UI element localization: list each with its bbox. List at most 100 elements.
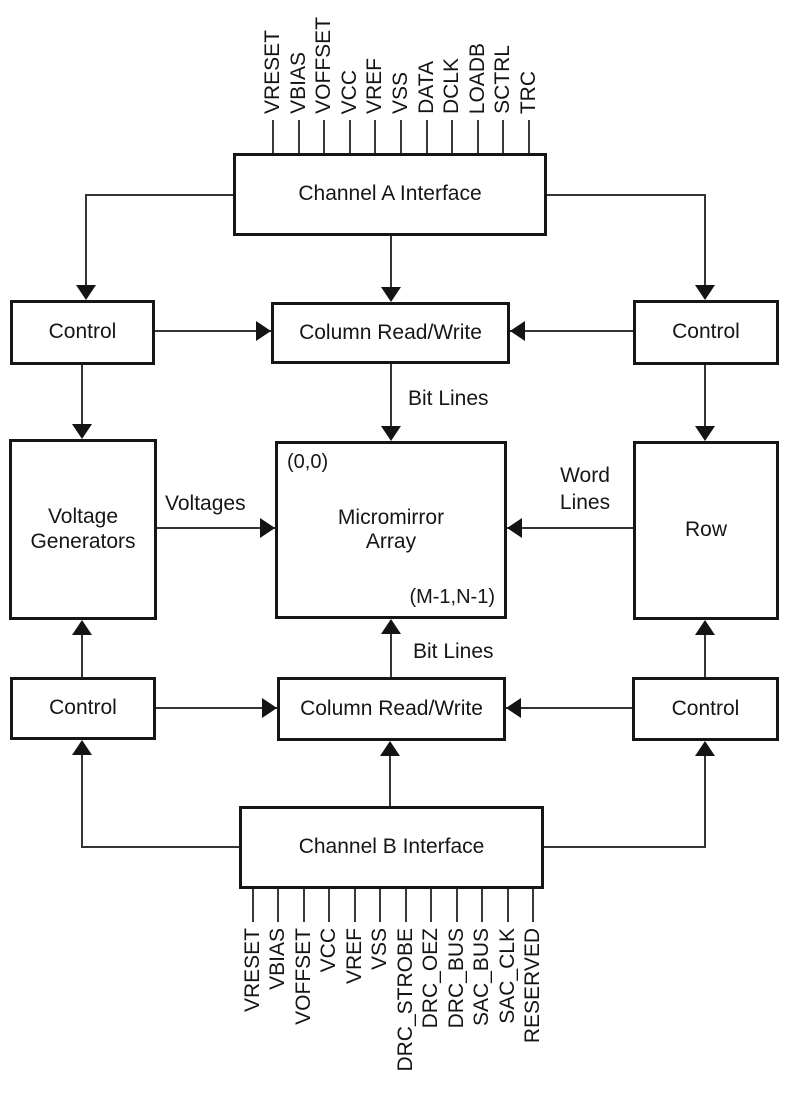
connector-a-right-v — [704, 194, 706, 298]
arrowhead — [506, 698, 521, 718]
pin-label: SAC_BUS — [470, 928, 493, 1027]
pin-label: VREF — [343, 928, 366, 985]
connector-b-right-h — [544, 846, 706, 848]
arrowhead — [510, 321, 525, 341]
bit-lines-top-label: Bit Lines — [408, 387, 489, 410]
array-extent-label: (M-1,N-1) — [409, 586, 495, 608]
pin-label: DATA — [415, 61, 438, 114]
arrowhead — [507, 518, 522, 538]
pin-line — [477, 120, 479, 153]
voltages-label: Voltages — [165, 492, 246, 515]
control-top-left-block: Control — [10, 300, 155, 365]
channel-a-interface-block: Channel A Interface — [233, 153, 547, 236]
bit-lines-bottom-label: Bit Lines — [413, 640, 494, 663]
connector-a-to-colrw — [390, 236, 392, 300]
arrowhead — [256, 321, 271, 341]
arrowhead — [260, 518, 275, 538]
pin-label: VOFFSET — [312, 17, 335, 114]
arrowhead — [381, 426, 401, 441]
connector-b-right-v — [704, 743, 706, 848]
row-block: Row — [633, 441, 779, 620]
pin-label: RESERVED — [521, 928, 544, 1044]
pin-label: VSS — [389, 71, 412, 114]
connector-a-right-h — [547, 194, 706, 196]
voltage-generators-block: Voltage Generators — [9, 439, 157, 620]
arrowhead — [72, 620, 92, 635]
pin-line — [481, 889, 483, 922]
arrowhead — [695, 285, 715, 300]
pin-label: VRESET — [241, 928, 264, 1013]
pin-line — [532, 889, 534, 922]
connector-vg-mirror — [157, 527, 275, 529]
pin-line — [507, 889, 509, 922]
control-label: Control — [671, 696, 740, 720]
pin-line — [379, 889, 381, 922]
word-lines-label: Word Lines — [559, 464, 611, 515]
pin-line — [456, 889, 458, 922]
pin-line — [252, 889, 254, 922]
row-label: Row — [684, 518, 727, 542]
pin-line — [328, 889, 330, 922]
arrowhead — [262, 698, 277, 718]
connector-ctl-tr-row — [704, 365, 706, 439]
pin-line — [426, 120, 428, 153]
pin-label: DCLK — [440, 57, 463, 114]
channel-a-label: Channel A Interface — [298, 182, 482, 206]
connector-ctl-br-row — [704, 622, 706, 677]
connector-b-to-colrwb — [389, 743, 391, 806]
control-top-right-block: Control — [633, 300, 779, 365]
pin-line — [430, 889, 432, 922]
arrowhead — [695, 620, 715, 635]
arrowhead — [72, 740, 92, 755]
connector-ctl-bl-colrwb — [156, 707, 277, 709]
arrowhead — [380, 741, 400, 756]
pin-line — [277, 889, 279, 922]
micromirror-array-block: (0,0) Micromirror Array (M-1,N-1) — [275, 441, 507, 619]
pin-label: TRC — [517, 70, 540, 114]
column-rw-label: Column Read/Write — [299, 320, 482, 344]
control-bottom-left-block: Control — [10, 677, 156, 740]
control-label: Control — [672, 320, 740, 344]
pin-label: SAC_CLK — [496, 928, 519, 1024]
pin-line — [272, 120, 274, 153]
connector-b-left-v — [81, 742, 83, 848]
pin-line — [400, 120, 402, 153]
arrowhead — [695, 426, 715, 441]
control-bottom-right-block: Control — [632, 677, 779, 741]
column-rw-label: Column Read/Write — [300, 696, 483, 720]
connector-colrwb-mirror — [390, 621, 392, 677]
pin-line — [303, 889, 305, 922]
connector-row-mirror — [507, 527, 633, 529]
pin-line — [298, 120, 300, 153]
micromirror-array-label: Micromirror Array — [337, 505, 445, 553]
pin-label: SCTRL — [491, 45, 514, 114]
arrowhead — [76, 285, 96, 300]
pin-line — [405, 889, 407, 922]
pin-label: DRC_BUS — [445, 928, 468, 1029]
control-label: Control — [48, 320, 117, 344]
connector-colrw-mirror — [390, 364, 392, 439]
connector-a-left-v — [85, 194, 87, 298]
column-read-write-bottom-block: Column Read/Write — [277, 677, 506, 741]
voltage-generators-label: Voltage Generators — [30, 505, 136, 553]
pin-label: DRC_OEZ — [419, 928, 442, 1029]
connector-ctl-tr-colrw — [510, 330, 633, 332]
pin-line — [349, 120, 351, 153]
column-read-write-top-block: Column Read/Write — [271, 302, 510, 364]
pin-label: VSS — [368, 928, 391, 971]
pin-line — [354, 889, 356, 922]
pin-label: VBIAS — [266, 928, 289, 990]
pin-label: LOADB — [466, 42, 489, 114]
pin-label: VCC — [338, 69, 361, 114]
pin-label: VOFFSET — [292, 928, 315, 1025]
connector-ctl-bl-vg — [81, 622, 83, 677]
pin-line — [374, 120, 376, 153]
channel-b-label: Channel B Interface — [298, 835, 485, 859]
connector-a-left-h — [86, 194, 233, 196]
pin-label: VBIAS — [287, 52, 310, 114]
array-origin-label: (0,0) — [287, 451, 329, 473]
pin-label: VRESET — [261, 29, 284, 114]
pin-line — [323, 120, 325, 153]
connector-ctl-br-colrwb — [506, 707, 632, 709]
